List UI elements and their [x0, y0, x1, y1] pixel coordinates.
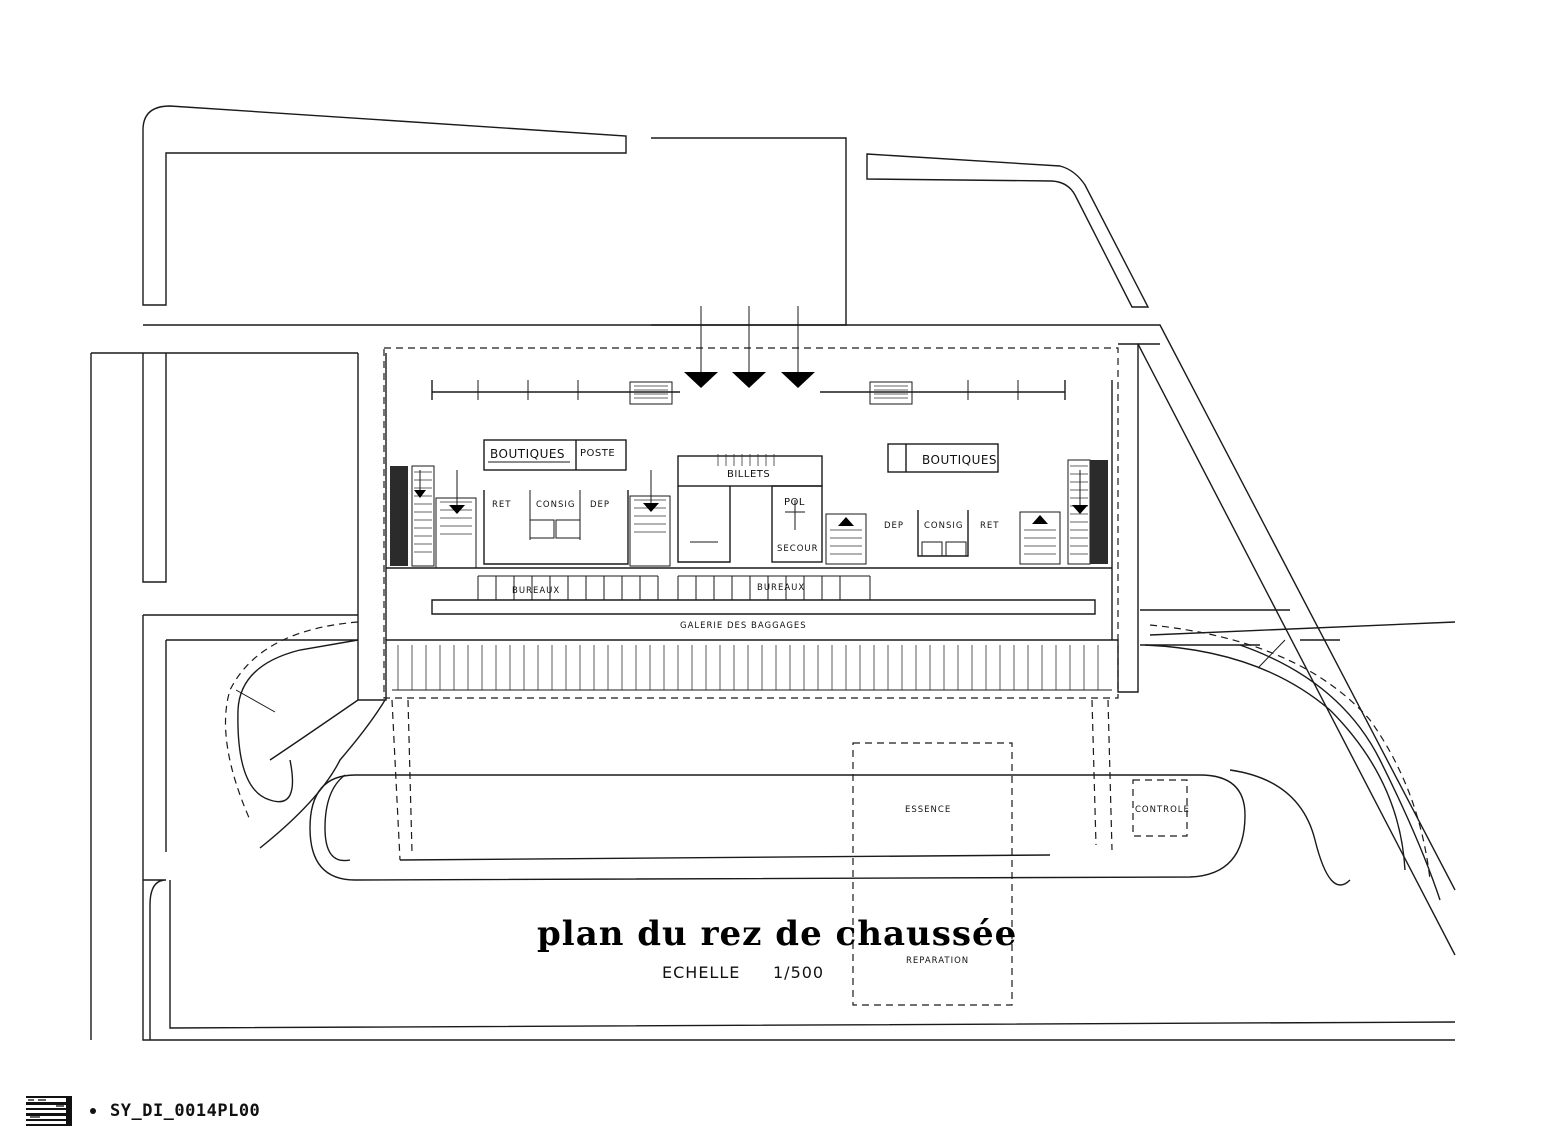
footer-bullet — [90, 1108, 96, 1114]
room-secour: SECOUR — [777, 544, 819, 554]
bureaux-cells — [477, 575, 871, 600]
reparation-label: REPARATION — [906, 956, 969, 966]
room-consig-left: CONSIG — [536, 500, 575, 510]
archive-logo-icon — [26, 1096, 72, 1126]
galerie-des-baggages-label: GALERIE DES BAGGAGES — [680, 621, 807, 631]
access-roads — [224, 621, 1441, 901]
station-building: BOUTIQUES POSTE BILLETS BOUTIQUES RET CO… — [357, 306, 1139, 861]
room-bureaux-right: BUREAUX — [757, 583, 805, 593]
scale-label: ECHELLE — [662, 963, 740, 982]
room-dep-right: DEP — [884, 521, 904, 531]
baggage-bays — [391, 645, 1113, 861]
room-boutiques-left: BOUTIQUES — [490, 447, 565, 461]
drawing-title: plan du rez de chaussée — [537, 914, 1017, 954]
room-ret-left: RET — [492, 500, 511, 510]
room-ret-right: RET — [980, 521, 999, 531]
archive-footer: SY_DI_0014PL00 — [26, 1096, 260, 1126]
control-booth: CONTROLE — [1132, 779, 1190, 837]
loop-road — [143, 769, 1456, 1040]
room-billets: BILLETS — [727, 469, 770, 480]
room-boutiques-right: BOUTIQUES — [922, 453, 997, 467]
scale-value: 1/500 — [773, 963, 824, 982]
essence-label: ESSENCE — [905, 805, 951, 815]
room-pol: POL — [784, 497, 805, 508]
room-dep-left: DEP — [590, 500, 610, 510]
room-poste: POSTE — [580, 448, 615, 459]
entrance-arrows — [684, 306, 815, 388]
document-code: SY_DI_0014PL00 — [110, 1101, 261, 1121]
service-station: ESSENCE REPARATION — [852, 742, 1013, 1006]
room-consig-right: CONSIG — [924, 521, 963, 531]
controle-label: CONTROLE — [1135, 805, 1190, 815]
room-bureaux-left: BUREAUX — [512, 586, 560, 596]
site-outlines — [90, 105, 1456, 1041]
